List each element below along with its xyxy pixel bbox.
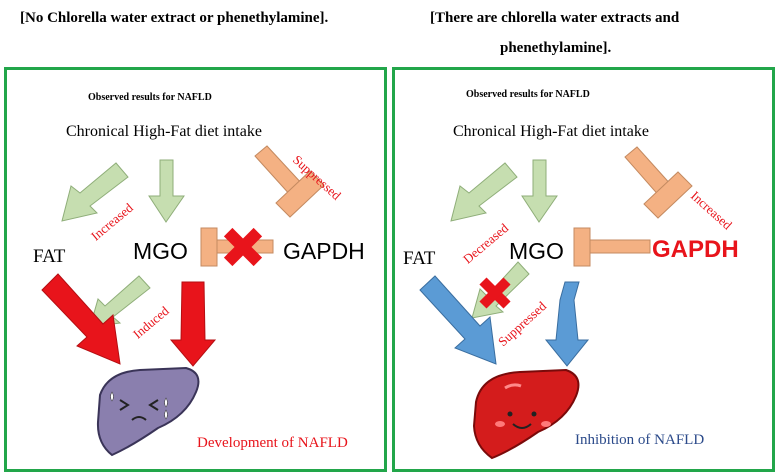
cross-mark-icon <box>479 277 511 309</box>
left-orange-head-top <box>275 170 325 218</box>
left-panel <box>4 67 387 472</box>
right-green-arrow-mgo <box>521 159 558 223</box>
left-outcome-label: Development of NAFLD <box>197 435 348 451</box>
right-orange-head-top <box>643 171 693 219</box>
right-heading-line2: phenethylamine]. <box>500 40 612 56</box>
left-gapdh-label: GAPDH <box>283 238 365 264</box>
cross-mark-icon <box>223 227 263 267</box>
healthy-liver-icon <box>472 368 580 460</box>
left-orange-head-mgo <box>200 227 218 267</box>
right-orange-head-mgo <box>573 227 591 267</box>
right-diet-label: Chronical High-Fat diet intake <box>453 123 649 140</box>
right-orange-stem-mgo <box>589 239 651 254</box>
left-diet-label: Chronical High-Fat diet intake <box>66 123 262 140</box>
left-red-arrow-mgo <box>169 281 217 367</box>
left-mgo-label: MGO <box>133 238 188 264</box>
right-blue-arrow-mgo <box>544 281 590 367</box>
right-heading-line1: [There are chlorella water extracts and <box>430 10 680 26</box>
left-fat-label: FAT <box>33 246 66 267</box>
right-blue-arrow-fat <box>419 275 497 365</box>
left-green-arrow-fat <box>61 162 129 222</box>
left-heading: [No Chlorella water extract or phenethyl… <box>20 10 329 26</box>
right-fat-label: FAT <box>403 248 436 269</box>
left-green-arrow-mgo <box>148 159 185 223</box>
left-observed-label: Observed results for NAFLD <box>88 92 212 103</box>
sick-liver-icon <box>96 366 200 457</box>
right-mgo-label: MGO <box>509 238 564 264</box>
left-red-arrow-fat <box>41 273 121 365</box>
right-outcome-label: Inhibition of NAFLD <box>575 432 705 448</box>
right-green-arrow-fat <box>450 162 518 222</box>
right-gapdh-label: GAPDH <box>652 236 739 263</box>
right-observed-label: Observed results for NAFLD <box>466 89 590 100</box>
right-panel <box>392 67 775 472</box>
